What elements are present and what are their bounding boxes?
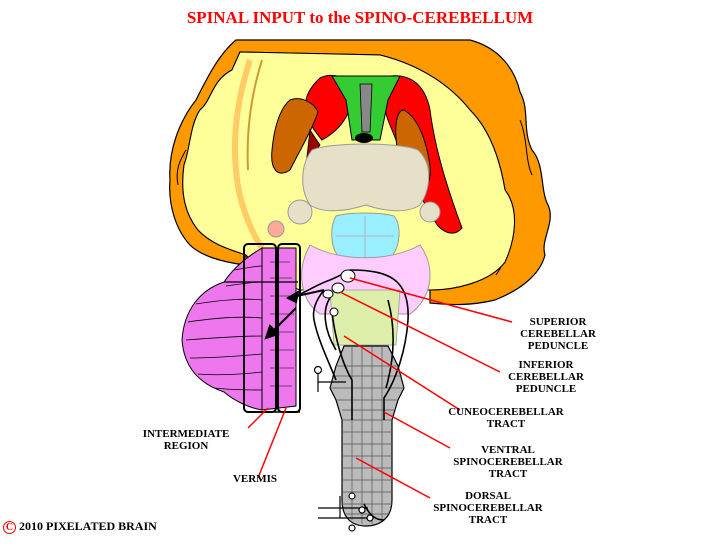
- label-line: TRACT: [468, 514, 508, 526]
- midbrain: [331, 212, 400, 261]
- label-line: PEDUNCLE: [515, 383, 577, 395]
- neuron-inputs: [313, 365, 374, 532]
- label-intermediate-region: INTERMEDIATE REGION: [136, 428, 236, 452]
- label-line: SPINOCEREBELLAR: [453, 456, 563, 468]
- diagram-title: SPINAL INPUT to the SPINO-CEREBELLUM: [186, 8, 534, 27]
- leader-lines: [247, 277, 513, 499]
- label-vermis: VERMIS: [232, 473, 277, 485]
- label-dorsal-spinocerebellar-tract: DORSAL SPINOCEREBELLAR TRACT: [428, 490, 548, 526]
- label-line: INFERIOR: [518, 359, 574, 371]
- label-superior-cerebellar-peduncle: SUPERIOR CEREBELLAR PEDUNCLE: [498, 316, 618, 352]
- cerebellum: [181, 247, 298, 411]
- label-inferior-cerebellar-peduncle: INFERIOR CEREBELLAR PEDUNCLE: [486, 359, 606, 395]
- copyright-icon: C: [3, 521, 16, 534]
- label-line: SPINOCEREBELLAR: [433, 502, 543, 514]
- arrows: [264, 289, 325, 340]
- thalamus: [302, 143, 430, 212]
- label-line: CUNEOCEREBELLAR: [448, 406, 564, 418]
- label-line: PEDUNCLE: [527, 340, 589, 352]
- label-line: DORSAL: [465, 490, 511, 502]
- label-line: INTERMEDIATE: [142, 428, 230, 440]
- left-putamen: [271, 98, 319, 174]
- label-line: TRACT: [486, 418, 526, 430]
- label-line: REGION: [163, 440, 209, 452]
- label-line: CEREBELLAR: [520, 328, 596, 340]
- label-line: VENTRAL: [481, 444, 535, 456]
- label-line: CEREBELLAR: [508, 371, 584, 383]
- label-cuneocerebellar-tract: CUNEOCEREBELLAR TRACT: [446, 406, 566, 430]
- label-line: TRACT: [488, 468, 528, 480]
- spinal-cord: [329, 345, 405, 527]
- copyright-text: 2010 PIXELATED BRAIN: [19, 519, 157, 533]
- label-line: SUPERIOR: [529, 316, 587, 328]
- tract-pathways: [295, 269, 409, 521]
- label-ventral-spinocerebellar-tract: VENTRAL SPINOCEREBELLAR TRACT: [448, 444, 568, 480]
